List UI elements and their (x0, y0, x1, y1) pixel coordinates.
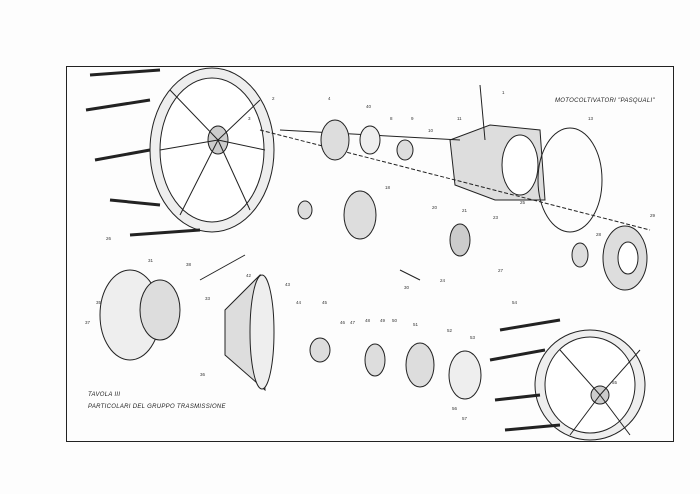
part-label: 20 (432, 205, 438, 210)
left-wheel (85, 67, 275, 237)
part-label: 48 (365, 318, 371, 323)
part-label: 45 (322, 300, 328, 305)
part-label: 13 (588, 116, 594, 121)
part-label: 25 (520, 200, 526, 205)
part-label: 56 (452, 406, 458, 411)
part-label: 23 (493, 215, 499, 220)
part-label: 47 (350, 320, 356, 325)
part-label: 55 (612, 380, 618, 385)
part-label: 11 (457, 116, 462, 121)
part-label: 24 (440, 278, 446, 283)
part-label: 44 (296, 300, 302, 305)
right-wheel (489, 318, 646, 441)
part-label: 54 (512, 300, 518, 305)
part-label: 53 (470, 335, 476, 340)
drawing-frame (66, 66, 674, 442)
shafts-and-parts (99, 84, 651, 400)
part-label: 35 (96, 300, 102, 305)
part-label: 8 (390, 116, 393, 121)
part-label: 4 (328, 96, 331, 101)
part-label: 26 (106, 236, 112, 241)
part-label: 43 (285, 282, 291, 287)
part-label: 37 (85, 320, 91, 325)
part-label: 42 (246, 273, 252, 278)
part-label: 50 (392, 318, 398, 323)
gear-housing (449, 124, 603, 233)
header-title: MOTOCOLTIVATORI "PASQUALI" (555, 98, 655, 104)
part-label: 28 (596, 232, 602, 237)
part-label: 29 (650, 213, 656, 218)
part-label: 36 (200, 372, 206, 377)
part-label: 49 (380, 318, 386, 323)
part-label: 33 (205, 296, 211, 301)
cone-housing (224, 273, 275, 392)
plate-caption: PARTICOLARI DEL GRUPPO TRASMISSIONE (88, 404, 226, 410)
part-label: 27 (498, 268, 504, 273)
crown-gear (602, 225, 648, 291)
part-label: 40 (366, 104, 372, 109)
part-label: 18 (385, 185, 391, 190)
part-label: 30 (404, 285, 410, 290)
part-label: 31 (148, 258, 154, 263)
part-label: 9 (411, 116, 414, 121)
part-label: 1 (502, 90, 505, 95)
part-label: 2 (272, 96, 275, 101)
part-label: 51 (413, 322, 419, 327)
part-label: 52 (447, 328, 453, 333)
part-label: 46 (340, 320, 346, 325)
part-label: 21 (462, 208, 468, 213)
part-label: 3 (248, 116, 251, 121)
part-label: 10 (428, 128, 434, 133)
part-label: 38 (186, 262, 192, 267)
plate-number: TAVOLA III (88, 392, 121, 398)
part-label: 57 (462, 416, 468, 421)
